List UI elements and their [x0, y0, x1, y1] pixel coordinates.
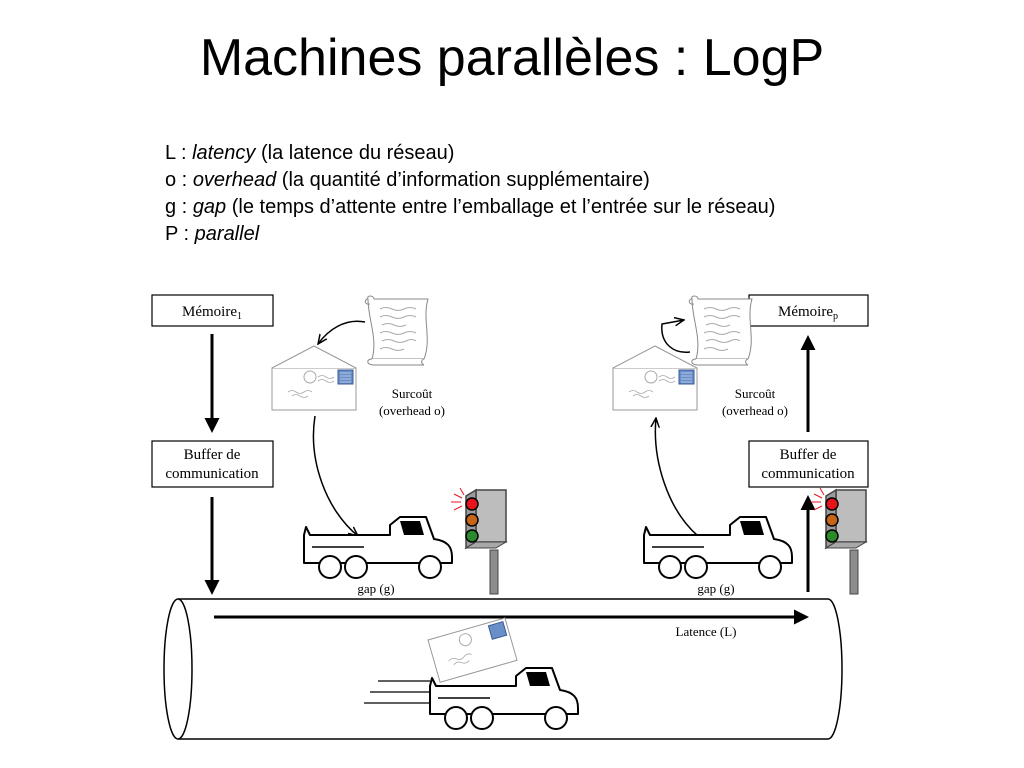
- arrow-scroll-to-envelope-left: [318, 320, 366, 344]
- traffic-light-right-icon: [810, 487, 867, 595]
- definition-term: overhead: [192, 169, 277, 191]
- envelope-left-icon: [271, 345, 357, 411]
- definition-overhead: o : overhead (la quantité d’information …: [165, 167, 775, 194]
- buffer-left-label-2: communication: [165, 466, 259, 482]
- traffic-light-left-icon: [450, 487, 507, 595]
- definition-latency: L : latency (la latence du réseau): [165, 140, 775, 167]
- page-title: Machines parallèles : LogP: [199, 29, 825, 87]
- gap-right-label: gap (g): [697, 581, 734, 596]
- buffer-right-label-1: Buffer de: [780, 447, 837, 463]
- svg-text:Mémoire1: Mémoire1: [182, 304, 242, 322]
- definition-term: parallel: [194, 223, 260, 245]
- definition-parallel: P : parallel: [165, 221, 775, 248]
- buffer-left-box: Buffer de communication: [151, 440, 274, 488]
- truck-right-icon: [643, 516, 793, 579]
- arrow-truck-to-envelope-right: [655, 418, 699, 537]
- truck-left-icon: [303, 516, 453, 579]
- definitions-list: L : latency (la latence du réseau) o : o…: [165, 140, 775, 248]
- memory-right-label: Mémoire: [778, 304, 833, 320]
- buffer-right-label-2: communication: [761, 466, 855, 482]
- network-pipe: [163, 598, 843, 740]
- definition-letter: L :: [165, 142, 187, 164]
- definition-letter: o :: [165, 169, 188, 191]
- latency-label: Latence (L): [676, 624, 737, 639]
- buffer-right-box: Buffer de communication: [748, 440, 869, 488]
- moving-truck-group: [364, 617, 579, 730]
- definition-term: latency: [192, 142, 256, 164]
- envelope-right-icon: [612, 345, 698, 411]
- memory-left-label: Mémoire: [182, 304, 237, 320]
- definition-term: gap: [192, 196, 227, 218]
- overhead-right-label-1: Surcoût: [735, 386, 776, 401]
- memory-right-subscript: p: [833, 311, 838, 322]
- memory-left-subscript: 1: [237, 311, 242, 322]
- buffer-left-label-1: Buffer de: [184, 447, 241, 463]
- envelope-in-transit-icon: [427, 617, 518, 683]
- arrow-envelope-to-scroll-right: [661, 320, 691, 353]
- definition-desc: (la latence du réseau): [261, 142, 455, 164]
- arrow-envelope-to-truck-left: [312, 415, 358, 536]
- definition-letter: g :: [165, 196, 188, 218]
- overhead-right-label-2: (overhead o): [722, 403, 788, 418]
- overhead-left-label-2: (overhead o): [379, 403, 445, 418]
- definition-desc: (la quantité d’information supplémentair…: [281, 169, 650, 191]
- overhead-left-label-1: Surcoût: [392, 386, 433, 401]
- gap-left-label: gap (g): [357, 581, 394, 596]
- svg-text:Mémoirep: Mémoirep: [778, 304, 838, 322]
- definition-gap: g : gap (le temps d’attente entre l’emba…: [165, 194, 775, 221]
- memory-left-box: Mémoire1: [151, 294, 274, 327]
- memory-right-box: Mémoirep: [748, 294, 869, 327]
- definition-letter: P :: [165, 223, 190, 245]
- definition-desc: (le temps d’attente entre l’emballage et…: [231, 196, 776, 218]
- message-scroll-right-icon: [688, 295, 753, 366]
- message-scroll-left-icon: [364, 295, 429, 366]
